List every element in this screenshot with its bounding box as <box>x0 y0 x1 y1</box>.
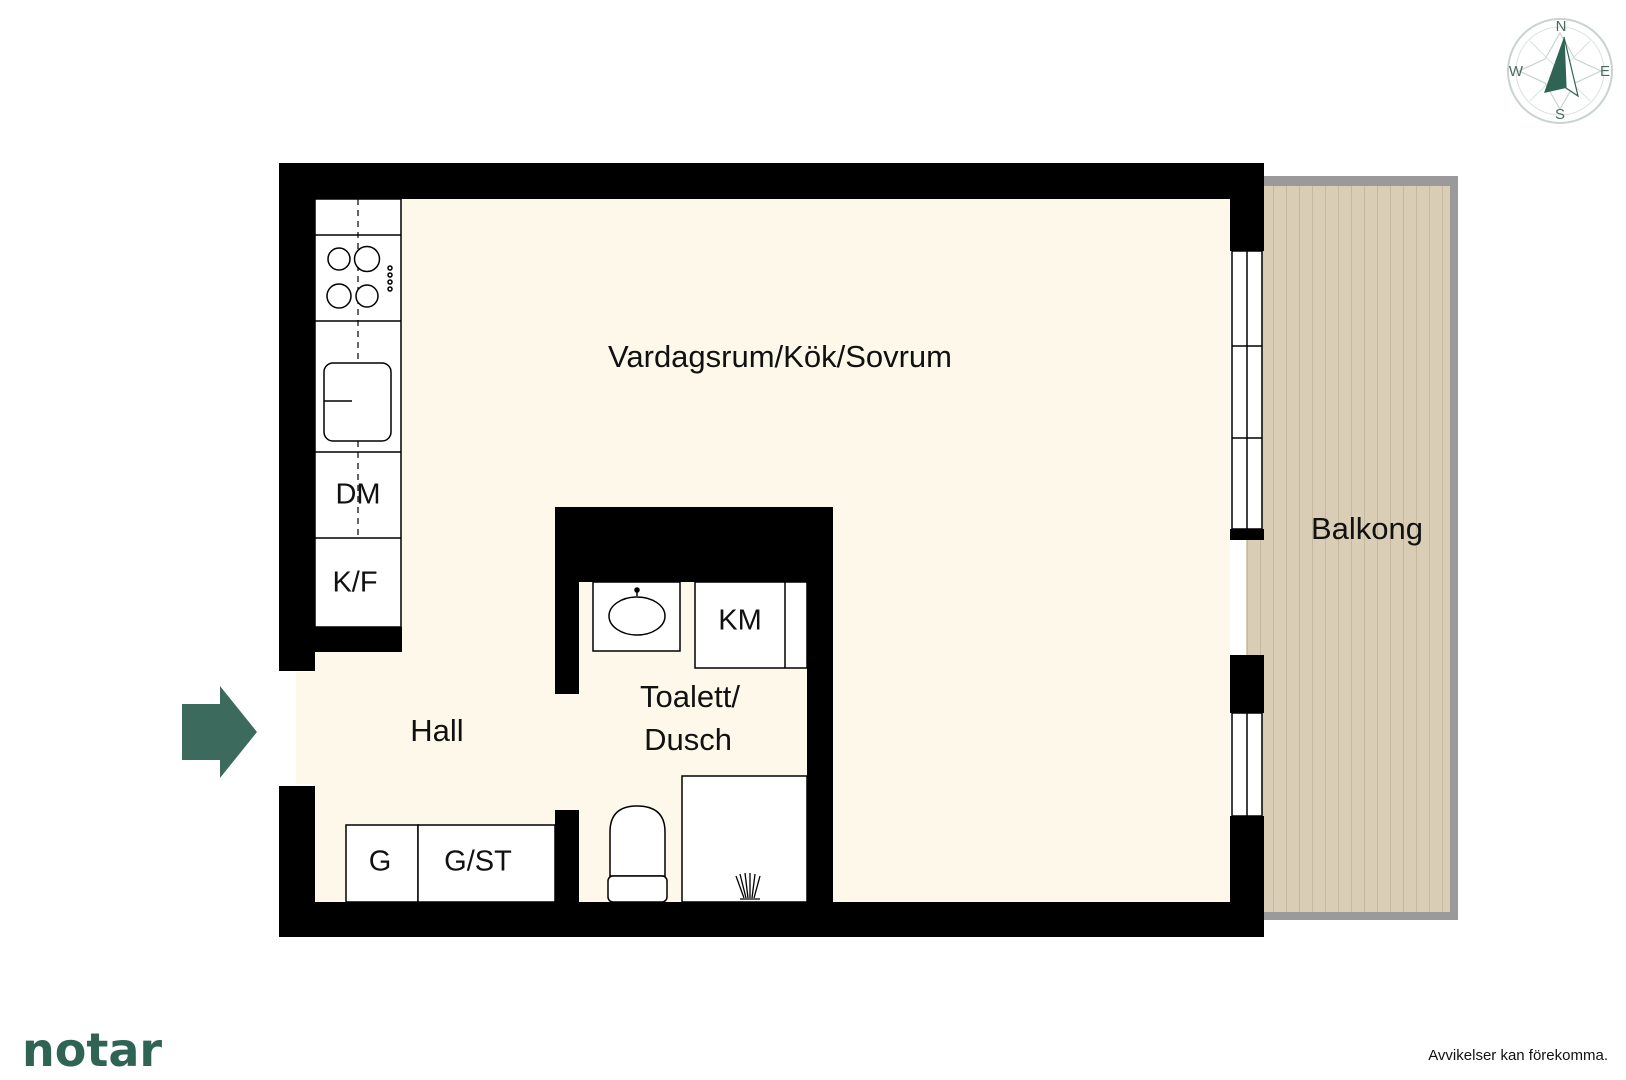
wall-bath-left-lower <box>555 810 579 905</box>
compass-icon <box>1507 18 1613 124</box>
room-label-balcony: Balkong <box>1311 511 1423 546</box>
brand-logo: notar <box>22 1023 162 1077</box>
wardrobe-g-st <box>417 824 556 903</box>
wall-right-top <box>1230 163 1264 251</box>
wardrobe-label: G <box>369 846 392 878</box>
wall-left-lower <box>279 786 315 937</box>
wall-right-bottom <box>1230 816 1264 937</box>
wall-bath-right <box>807 507 833 902</box>
windows <box>1231 250 1263 817</box>
room-label-bathroom-line1: Toalett/ <box>640 679 740 714</box>
dishwasher-label: DM <box>335 479 380 511</box>
room-label-hall: Hall <box>410 713 463 748</box>
wall-bottom <box>279 902 1264 937</box>
wall-right-mid <box>1230 529 1264 540</box>
wardrobes <box>345 824 556 903</box>
wall-bath-top <box>555 507 833 582</box>
room-label-living: Vardagsrum/Kök/Sovrum <box>608 339 952 374</box>
washbasin-icon <box>592 581 681 652</box>
washing-machine-label: KM <box>718 605 762 637</box>
wall-left-upper <box>279 163 315 671</box>
toilet-icon <box>607 805 668 903</box>
fridge-freezer-label: K/F <box>332 567 377 599</box>
compass-south: S <box>1555 106 1565 123</box>
entrance-arrow-icon <box>182 686 257 778</box>
wall-top <box>279 163 1264 199</box>
compass-west: W <box>1509 63 1524 80</box>
wardrobe-g <box>345 824 419 903</box>
compass-east: E <box>1600 63 1610 80</box>
compass-north: N <box>1556 18 1567 35</box>
wall-right-lower <box>1230 655 1264 713</box>
wall-kitchen-stub <box>279 627 402 652</box>
balcony <box>1246 176 1458 920</box>
washing-machine-box <box>694 581 808 669</box>
shower-icon <box>681 775 808 903</box>
sink-icon <box>323 362 392 442</box>
stove-icon <box>326 245 393 309</box>
walls <box>279 163 1264 937</box>
disclaimer-text: Avvikelser kan förekomma. <box>1428 1047 1608 1064</box>
wall-bath-left-upper <box>555 507 579 694</box>
wardrobe-storage-label: G/ST <box>444 846 512 878</box>
room-label-bathroom-line2: Dusch <box>644 722 732 757</box>
